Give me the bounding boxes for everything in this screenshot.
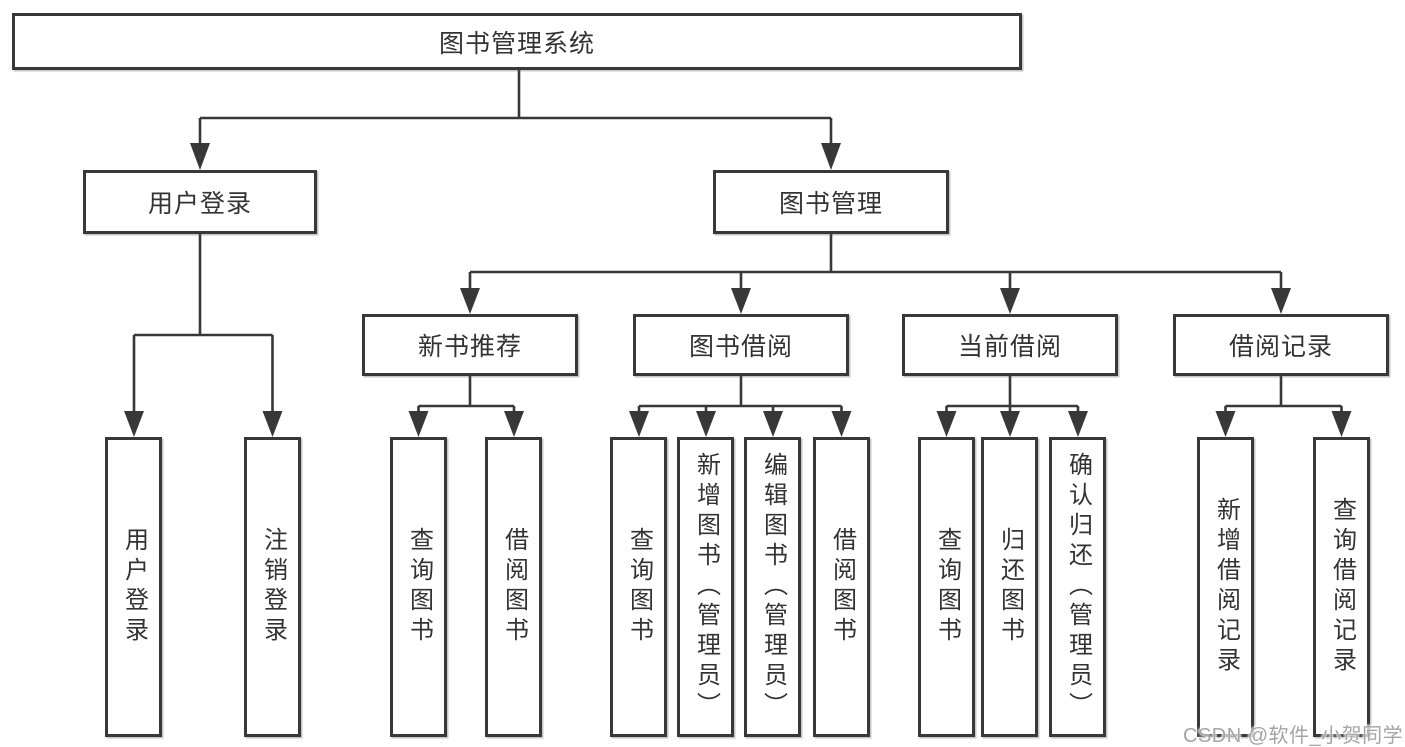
arrow-down-icon: [763, 411, 783, 437]
arrow-down-icon: [1271, 288, 1291, 314]
leaf-current-query-books: 查询图书: [918, 437, 975, 737]
node-label: 查询借阅记录: [1328, 497, 1356, 677]
arrow-down-icon: [190, 143, 210, 170]
csdn-watermark: CSDN @软件_小贺同学: [1183, 725, 1404, 747]
arrow-down-icon: [1000, 288, 1020, 314]
node-label: 确认归还（管理员）: [1064, 452, 1092, 722]
arrow-down-icon: [124, 411, 144, 437]
arrow-down-icon: [1331, 411, 1352, 437]
arrow-down-icon: [821, 143, 841, 170]
node-label: 归还图书: [996, 527, 1024, 647]
leaf-query-borrow-record: 查询借阅记录: [1313, 437, 1370, 737]
node-book-borrowing: 图书借阅: [633, 314, 849, 376]
leaf-recommend-query-books: 查询图书: [390, 437, 447, 737]
node-label: 查询图书: [405, 527, 433, 647]
leaf-logout: 注销登录: [244, 437, 301, 737]
arrow-down-icon: [1068, 411, 1088, 437]
arrow-down-icon: [1000, 411, 1020, 437]
node-label: 用户登录: [120, 527, 148, 647]
node-label: 新增借阅记录: [1212, 497, 1240, 677]
arrow-down-icon: [504, 411, 524, 437]
arrow-down-icon: [460, 288, 480, 314]
node-label: 当前借阅: [957, 333, 1062, 361]
node-label: 新增图书（管理员）: [692, 452, 720, 722]
node-library-management-system: 图书管理系统: [12, 13, 1022, 70]
arrow-down-icon: [629, 411, 649, 437]
leaf-add-books-admin: 新增图书（管理员）: [677, 437, 734, 737]
connector-lines: [132, 70, 1343, 415]
node-label: 图书管理: [778, 190, 883, 218]
leaf-user-login: 用户登录: [105, 437, 162, 737]
leaf-return-books: 归还图书: [981, 437, 1038, 737]
arrow-down-icon: [696, 411, 716, 437]
node-label: 图书管理系统: [438, 29, 595, 58]
arrow-down-icon: [731, 288, 751, 314]
node-new-book-recommend: 新书推荐: [362, 314, 578, 376]
node-label: 注销登录: [259, 527, 287, 647]
node-label: 借阅记录: [1228, 333, 1333, 361]
leaf-add-borrow-record: 新增借阅记录: [1197, 437, 1254, 737]
arrow-down-icon: [936, 411, 957, 437]
node-label: 查询图书: [625, 527, 653, 647]
leaf-borrow-books: 借阅图书: [813, 437, 870, 737]
arrow-down-icon: [262, 411, 283, 437]
node-label: 用户登录: [147, 190, 252, 218]
leaf-recommend-borrow-books: 借阅图书: [485, 437, 542, 737]
node-label: 图书借阅: [688, 333, 793, 361]
node-book-management: 图书管理: [713, 170, 949, 234]
leaf-borrow-query-books: 查询图书: [610, 437, 667, 737]
leaf-edit-books-admin: 编辑图书（管理员）: [744, 437, 801, 737]
node-label: 借阅图书: [828, 527, 856, 647]
node-borrow-records: 借阅记录: [1173, 314, 1389, 376]
node-current-borrowing: 当前借阅: [902, 314, 1118, 376]
arrow-down-icon: [1215, 411, 1236, 437]
node-label: 借阅图书: [500, 527, 528, 647]
arrowheads: [124, 143, 1352, 437]
leaf-confirm-return-admin: 确认归还（管理员）: [1049, 437, 1106, 737]
node-user-login: 用户登录: [83, 170, 317, 234]
node-label: 编辑图书（管理员）: [759, 452, 787, 722]
node-label: 查询图书: [933, 527, 961, 647]
arrow-down-icon: [408, 411, 429, 437]
node-label: 新书推荐: [417, 333, 522, 361]
arrow-down-icon: [831, 411, 852, 437]
